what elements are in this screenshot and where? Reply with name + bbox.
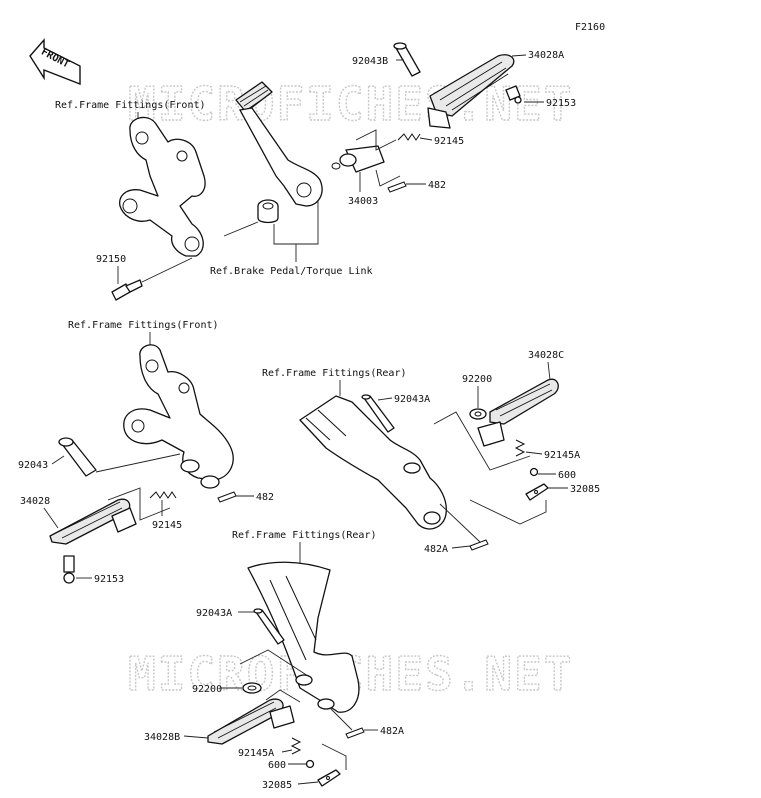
ref-frame-rear-1: Ref.Frame Fittings(Rear) (262, 368, 407, 379)
label-92145A-bottom: 92145A (238, 748, 274, 759)
pin-92043A-right (361, 394, 395, 433)
bolt-92150 (111, 279, 143, 301)
label-600-bottom: 600 (268, 760, 286, 771)
label-34028: 34028 (20, 496, 50, 507)
washer-92200-right (469, 408, 487, 420)
footpeg-34028A (427, 54, 515, 129)
label-92150: 92150 (96, 254, 126, 265)
cotter-482A-right (469, 539, 489, 551)
label-600-right: 600 (558, 470, 576, 481)
ball-600-bottom (305, 759, 315, 769)
plate-32085-right (525, 483, 549, 501)
label-34028B: 34028B (144, 732, 180, 743)
washer-92200-bottom (242, 682, 262, 694)
ref-brake-pedal: Ref.Brake Pedal/Torque Link (210, 266, 373, 277)
label-92145A-right: 92145A (544, 450, 580, 461)
cotter-482-mid (217, 491, 237, 503)
cotter-482-top (387, 181, 407, 193)
ref-frame-rear-2: Ref.Frame Fittings(Rear) (232, 530, 377, 541)
pedal-bushing (257, 199, 279, 224)
ball-600-right (529, 467, 539, 477)
label-92145-mid: 92145 (152, 520, 182, 531)
label-34028C: 34028C (528, 350, 564, 361)
footpeg-34028B (207, 698, 295, 745)
rear-frame-bracket-bottom (247, 561, 360, 713)
label-92145-top: 92145 (434, 136, 464, 147)
plate-32085-bottom (317, 769, 341, 787)
watermark-top: MICROFICHES.NET (128, 77, 573, 131)
spring-92145A-bottom (290, 737, 302, 755)
label-92043: 92043 (18, 460, 48, 471)
front-frame-bracket-middle (123, 344, 234, 489)
label-32085-right: 32085 (570, 484, 600, 495)
pin-92043 (58, 437, 97, 477)
ref-frame-front-1: Ref.Frame Fittings(Front) (55, 100, 206, 111)
brake-pedal-arm (235, 81, 323, 207)
label-92043A-right: 92043A (394, 394, 430, 405)
ref-frame-front-2: Ref.Frame Fittings(Front) (68, 320, 219, 331)
label-92153-top: 92153 (546, 98, 576, 109)
footpeg-34028 (49, 498, 137, 545)
footpeg-holder-34003 (331, 145, 385, 173)
spring-92145A-right (514, 439, 526, 457)
footpeg-34028C (477, 378, 559, 447)
figure-code: F2160 (575, 22, 605, 33)
bolt-92153-mid (63, 555, 75, 584)
spring-92145-mid (149, 491, 177, 499)
front-frame-bracket-top (119, 116, 206, 257)
label-482-top: 482 (428, 180, 446, 191)
label-34003: 34003 (348, 196, 378, 207)
pin-92043B (393, 42, 421, 77)
rear-frame-bracket-middle (299, 395, 447, 530)
front-arrow-icon: FRONT (29, 38, 81, 86)
label-482A-bottom: 482A (380, 726, 404, 737)
label-34028A: 34028A (528, 50, 564, 61)
label-92200-bottom: 92200 (192, 684, 222, 695)
label-482-mid: 482 (256, 492, 274, 503)
cotter-482A-bottom (345, 727, 365, 739)
pin-92043A-bottom (253, 608, 285, 645)
spring-92145-top (397, 133, 421, 141)
label-92153-mid: 92153 (94, 574, 124, 585)
label-92043B: 92043B (352, 56, 388, 67)
label-482A-right: 482A (424, 544, 448, 555)
label-92200-right: 92200 (462, 374, 492, 385)
bolt-92153-top (505, 85, 522, 104)
label-32085-bottom: 32085 (262, 780, 292, 791)
label-92043A-bottom: 92043A (196, 608, 232, 619)
